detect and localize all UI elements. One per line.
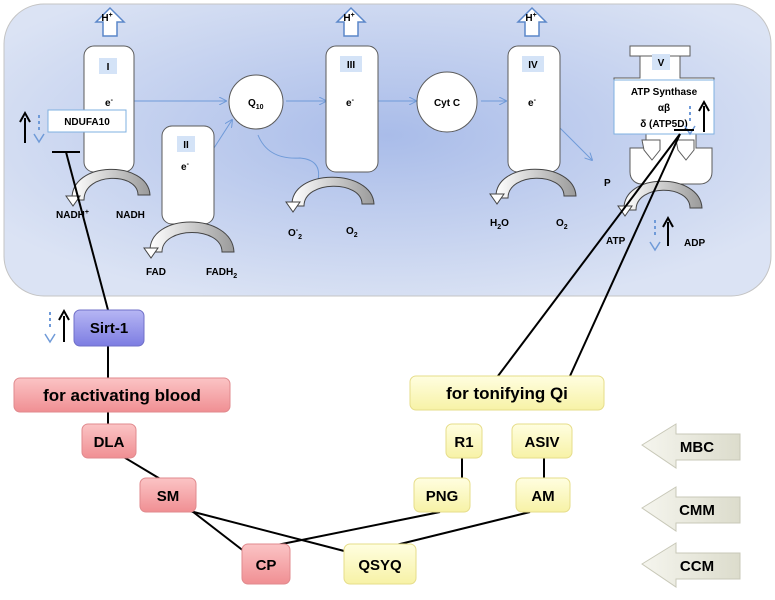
svg-text:DLA: DLA bbox=[94, 434, 125, 451]
svg-text:H+: H+ bbox=[343, 12, 354, 24]
svg-text:IV: IV bbox=[528, 60, 538, 71]
svg-text:III: III bbox=[347, 60, 356, 71]
svg-text:FADH2: FADH2 bbox=[206, 267, 237, 280]
atp-regulation-arrows bbox=[649, 215, 674, 252]
herb-AM: AM bbox=[515, 477, 571, 513]
svg-text:Cyt C: Cyt C bbox=[434, 98, 460, 109]
herb-ASIV: ASIV bbox=[511, 423, 573, 459]
atp5d-regulation-arrows bbox=[684, 99, 710, 136]
svg-text:Q10: Q10 bbox=[248, 98, 264, 111]
ndufa10-regulation-arrows bbox=[19, 110, 45, 144]
sirt1-box: Sirt-1 bbox=[73, 309, 145, 347]
svg-text:R1: R1 bbox=[454, 434, 473, 451]
complex-I: H+ I e- bbox=[83, 6, 135, 173]
svg-text:O2: O2 bbox=[346, 226, 358, 239]
svg-text:CMM: CMM bbox=[679, 502, 715, 519]
ndufa10-box: NDUFA10 bbox=[47, 109, 127, 133]
svg-text:NDUFA10: NDUFA10 bbox=[64, 117, 110, 128]
cytochrome-c: Cyt C bbox=[416, 71, 478, 133]
complex-III: H+ III e- O-2 O2 bbox=[285, 6, 379, 241]
svg-text:ADP: ADP bbox=[684, 238, 705, 249]
category-tonifying-qi: for tonifying Qi bbox=[409, 375, 605, 411]
svg-text:αβ: αβ bbox=[658, 103, 670, 114]
svg-text:NADH+: NADH+ bbox=[56, 209, 89, 221]
level-arrow-CMM: CMM bbox=[641, 486, 741, 532]
svg-text:MBC: MBC bbox=[680, 439, 714, 456]
complex-V: V ATP Synthase αβ δ (ATP5D) P ATP ADP bbox=[604, 45, 715, 249]
svg-text:H2O: H2O bbox=[490, 218, 509, 231]
svg-text:Sirt-1: Sirt-1 bbox=[90, 320, 128, 337]
svg-text:O-2: O-2 bbox=[288, 227, 302, 241]
svg-text:NADH: NADH bbox=[116, 210, 145, 221]
sirt1-regulation-arrows bbox=[44, 308, 70, 344]
herb-R1: R1 bbox=[445, 423, 483, 459]
svg-text:QSYQ: QSYQ bbox=[358, 557, 402, 574]
svg-text:ATP Synthase: ATP Synthase bbox=[631, 87, 698, 98]
complex-IV: H+ IV e- H2O O2 bbox=[489, 6, 577, 231]
svg-text:PNG: PNG bbox=[426, 488, 459, 505]
svg-text:δ (ATP5D): δ (ATP5D) bbox=[640, 119, 688, 130]
svg-text:e-: e- bbox=[181, 161, 190, 173]
level-arrow-CCM: CCM bbox=[641, 542, 741, 588]
svg-text:SM: SM bbox=[157, 488, 180, 505]
svg-text:ASIV: ASIV bbox=[524, 434, 559, 451]
connector-lines bbox=[52, 129, 694, 553]
svg-text:e-: e- bbox=[346, 97, 355, 109]
herb-PNG: PNG bbox=[413, 477, 471, 513]
category-activating-blood: for activating blood bbox=[13, 377, 231, 413]
svg-text:V: V bbox=[658, 58, 665, 69]
complex-I-nadh-curve: NADH+ NADH bbox=[56, 168, 151, 221]
svg-text:II: II bbox=[183, 140, 189, 151]
svg-text:AM: AM bbox=[531, 488, 554, 505]
svg-text:CP: CP bbox=[256, 557, 277, 574]
herb-CP: CP bbox=[241, 543, 291, 585]
svg-text:I: I bbox=[107, 62, 110, 73]
complex-II: II e- FAD FADH2 bbox=[143, 125, 237, 280]
herb-QSYQ: QSYQ bbox=[343, 543, 417, 585]
svg-text:FAD: FAD bbox=[146, 267, 166, 278]
svg-text:ATP: ATP bbox=[606, 236, 626, 247]
herb-SM: SM bbox=[139, 477, 197, 513]
svg-text:e-: e- bbox=[528, 97, 537, 109]
electron-flow bbox=[134, 101, 592, 181]
svg-text:for activating blood: for activating blood bbox=[43, 386, 201, 405]
svg-text:H+: H+ bbox=[101, 12, 112, 24]
level-arrow-MBC: MBC bbox=[641, 423, 741, 469]
svg-text:P: P bbox=[604, 178, 611, 189]
svg-text:O2: O2 bbox=[556, 218, 568, 231]
svg-text:CCM: CCM bbox=[680, 558, 714, 575]
svg-text:e-: e- bbox=[105, 97, 114, 109]
herb-DLA: DLA bbox=[81, 423, 137, 459]
svg-text:H+: H+ bbox=[525, 12, 536, 24]
coenzyme-q10: Q10 bbox=[228, 74, 284, 130]
svg-text:for tonifying Qi: for tonifying Qi bbox=[446, 384, 568, 403]
